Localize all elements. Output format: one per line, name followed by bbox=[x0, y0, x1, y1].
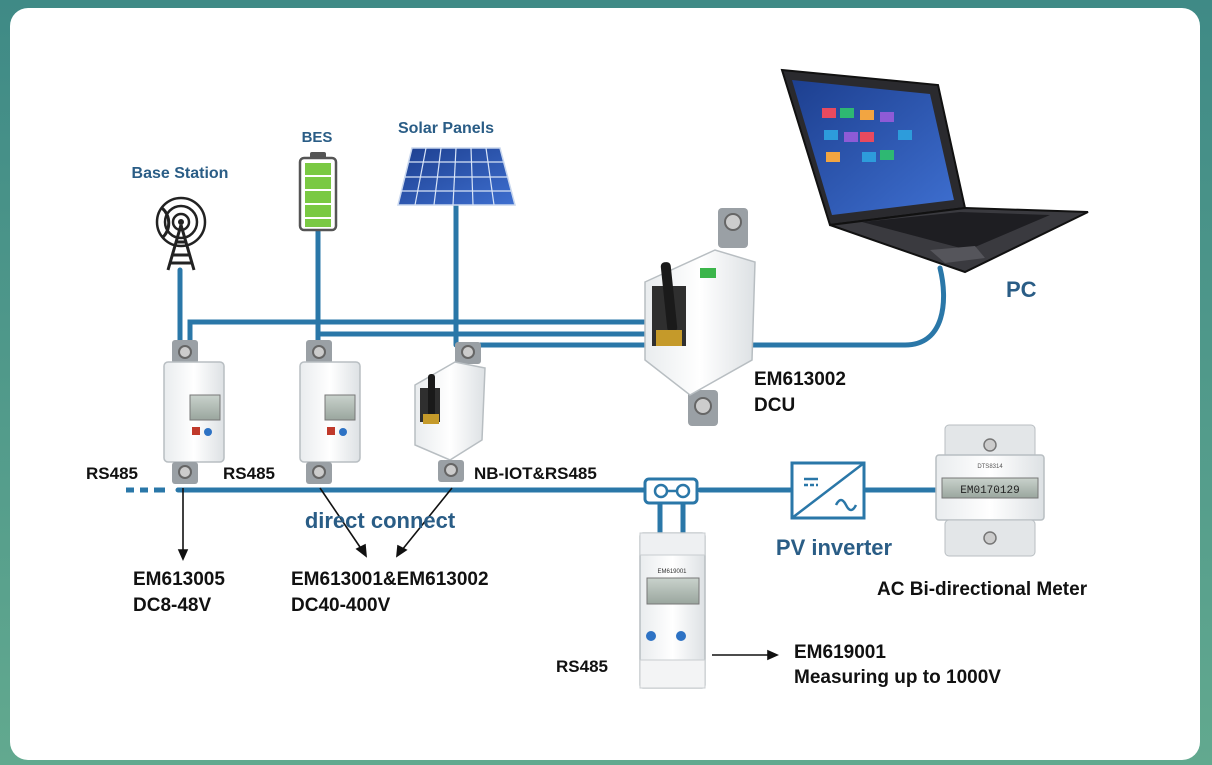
meter-em613001 bbox=[299, 340, 361, 484]
ac-meter-display: EM0170129 bbox=[960, 485, 1019, 497]
label-direct-connect: direct connect bbox=[305, 508, 456, 533]
current-shunt-icon bbox=[643, 477, 699, 505]
label-meter-a-model: EM613005 bbox=[133, 569, 225, 590]
label-bes: BES bbox=[302, 129, 333, 146]
meter-d-screen-label: EM619001 bbox=[657, 569, 687, 575]
label-ac-meter: AC Bi-directional Meter bbox=[877, 579, 1088, 600]
dcu-device bbox=[644, 208, 756, 426]
label-rs485-b: RS485 bbox=[223, 464, 275, 483]
label-meter-a-range: DC8-48V bbox=[133, 595, 211, 616]
label-meter-d-model: EM619001 bbox=[794, 642, 886, 663]
label-meter-bc-model: EM613001&EM613002 bbox=[291, 569, 489, 590]
bus-wire-top bbox=[187, 319, 648, 348]
labels: Base Station BES Solar Panels PC EM61300… bbox=[86, 120, 1088, 688]
solar-panel-icon bbox=[397, 147, 516, 206]
label-pv-inverter: PV inverter bbox=[776, 535, 893, 560]
label-dcu-name: DCU bbox=[754, 395, 795, 416]
label-meter-bc-range: DC40-400V bbox=[291, 595, 391, 616]
label-dcu-model: EM613002 bbox=[754, 369, 846, 390]
ac-meter-device: DTS8314 EM0170129 bbox=[935, 424, 1045, 557]
label-solar-panels: Solar Panels bbox=[398, 120, 494, 137]
label-rs485-a: RS485 bbox=[86, 464, 138, 483]
radio-tower-icon bbox=[155, 196, 207, 271]
label-rs485-c: RS485 bbox=[556, 657, 608, 676]
laptop-icon bbox=[780, 68, 1089, 274]
ac-meter-header: DTS8314 bbox=[977, 464, 1003, 470]
arrows bbox=[177, 487, 779, 661]
label-nbiot-rs485: NB-IOT&RS485 bbox=[474, 464, 597, 483]
wiring bbox=[175, 202, 947, 536]
label-base-station: Base Station bbox=[132, 165, 229, 182]
battery-icon bbox=[298, 152, 338, 232]
label-meter-d-range: Measuring up to 1000V bbox=[794, 667, 1001, 688]
meter-em613005 bbox=[163, 340, 225, 484]
meter-nbiot bbox=[414, 342, 486, 482]
meter-em619001: EM619001 bbox=[639, 532, 706, 689]
label-pc: PC bbox=[1006, 277, 1037, 302]
wire-dcu-pc bbox=[717, 265, 947, 348]
inverter-icon bbox=[790, 461, 866, 520]
